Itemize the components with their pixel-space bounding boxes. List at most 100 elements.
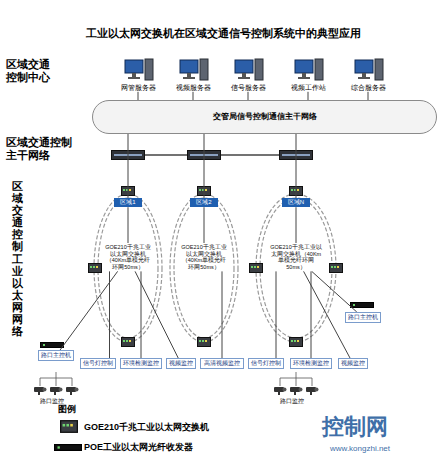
node-text: 区域N	[283, 199, 309, 206]
node-text: GOE210千兆工业以太网交换机（40Km单模光纤环网50ms）	[269, 244, 323, 270]
server-label: 视频工作站	[285, 84, 331, 92]
network-link	[204, 134, 205, 198]
camera-icon	[34, 387, 47, 395]
section-label: 区域交通控制主干网络	[6, 136, 76, 162]
network-link	[296, 207, 297, 243]
camera-icon	[306, 387, 319, 395]
node-text: 路口主控机	[40, 352, 72, 359]
network-link	[308, 92, 309, 100]
ring-switch-icon	[330, 264, 343, 273]
field-device: 路口主控机	[38, 350, 74, 361]
network-link	[312, 271, 357, 312]
network-link	[128, 134, 129, 198]
node-text: GOE210千兆工业以太网交换机（40Km单模光纤环网50ms）	[180, 244, 228, 270]
legend-text: POE工业以太网光纤收发器	[84, 441, 193, 454]
camera-icon	[66, 387, 79, 395]
camera-icon	[290, 387, 303, 395]
backbone-network: 交管局信号控制通信主干网络	[92, 100, 437, 134]
node-text: 信号灯控制	[250, 360, 282, 367]
device-label: 路口监控	[280, 398, 320, 405]
fiber-ring	[256, 194, 336, 342]
server-icon	[235, 59, 263, 80]
fiber-ring	[260, 198, 332, 338]
watermark-url: www.kongzhi.net	[330, 444, 430, 454]
node-text: GOE210千兆工业以太网交换机（40Km单模光纤环网50ms）	[104, 244, 152, 270]
node-text: 区域1	[115, 199, 141, 206]
network-link	[204, 207, 205, 243]
region-switch: 区域1	[114, 198, 142, 207]
ring-switch-box: GOE210千兆工业以太网交换机（40Km单模光纤环网50ms）	[268, 243, 324, 271]
network-link	[128, 207, 129, 243]
field-device: 信号灯控制	[80, 358, 116, 369]
server-icon	[180, 59, 208, 80]
camera-wire	[40, 372, 72, 386]
node-text: 视频服务器	[170, 84, 216, 92]
server-label: 视频服务器	[170, 84, 216, 92]
network-link	[109, 271, 110, 358]
server-icon	[355, 59, 383, 80]
fiber-ring	[98, 198, 158, 338]
section-label: 区域交通控制中心	[6, 58, 54, 84]
trunk-wire	[220, 154, 285, 156]
diagram-title: 工业以太网交换机在区域交通信号控制系统中的典型应用	[0, 26, 447, 41]
network-link	[248, 92, 249, 100]
trunk-wire	[145, 154, 190, 156]
field-device: 视频监控	[166, 358, 196, 369]
node-text: 视频监控	[340, 360, 366, 367]
section-label: 区域交通控制工业以太网网络	[12, 180, 23, 337]
field-device: 信号灯控制	[248, 358, 284, 369]
ring-switch-icon	[290, 338, 303, 347]
region-switch: 区域N	[282, 198, 310, 207]
network-link	[138, 92, 139, 100]
network-link	[304, 271, 350, 358]
server-label: 网管服务器	[115, 84, 161, 92]
node-text: 交管局信号控制通信主干网络	[213, 112, 317, 122]
device-label: 路口监控	[40, 398, 80, 405]
node-text: 高清视频监控	[202, 360, 242, 367]
server-label: 综合服务器	[345, 84, 391, 92]
camera-icon	[50, 387, 63, 395]
legend-text: GOE210千兆工业以太网交换机	[84, 421, 209, 434]
server-icon	[125, 59, 153, 80]
ring-switch-icon	[89, 264, 102, 273]
server-label: 信号服务器	[225, 84, 271, 92]
ring-switch-icon	[122, 338, 135, 347]
poe-transceiver-icon	[351, 303, 374, 308]
camera-icon	[274, 387, 287, 395]
node-text: 信号服务器	[225, 84, 271, 92]
node-text: 路口主控机	[347, 314, 379, 321]
legend-poe-icon	[55, 445, 82, 451]
field-device: 环境检测监控	[290, 358, 332, 369]
ring-switch-icon	[198, 338, 211, 347]
ring-switch-box: GOE210千兆工业以太网交换机（40Km单模光纤环网50ms）	[103, 243, 153, 271]
fiber-ring	[94, 194, 162, 342]
legend-switch-icon	[61, 421, 78, 433]
field-device: 环境检测监控	[120, 358, 162, 369]
region-switch: 区域2	[190, 198, 218, 207]
network-link	[222, 271, 223, 358]
network-link	[60, 271, 118, 350]
node-text: 区域2	[191, 199, 217, 206]
server-icon	[295, 59, 323, 80]
ring-switch-box: GOE210千兆工业以太网交换机（40Km单模光纤环网50ms）	[179, 243, 229, 271]
legend-entry: GOE210千兆工业以太网交换机	[84, 421, 209, 434]
field-device: 视频监控	[338, 358, 368, 369]
watermark: 控制网	[322, 414, 412, 440]
node-text: 环境检测监控	[292, 360, 330, 367]
network-link	[368, 92, 369, 100]
network-link	[135, 271, 178, 358]
camera-wire	[280, 372, 312, 386]
legend-entry: POE工业以太网光纤收发器	[84, 441, 193, 454]
node-text: 环境检测监控	[122, 360, 160, 367]
fiber-ring	[174, 198, 234, 338]
fiber-ring	[170, 194, 238, 342]
network-link	[193, 92, 194, 100]
legend-heading: 图例	[58, 404, 88, 415]
field-device: 路口主控机	[345, 312, 381, 323]
node-text: 信号灯控制	[82, 360, 114, 367]
ring-switch-icon	[250, 264, 263, 273]
poe-transceiver-icon	[41, 343, 64, 348]
network-link	[296, 134, 297, 198]
